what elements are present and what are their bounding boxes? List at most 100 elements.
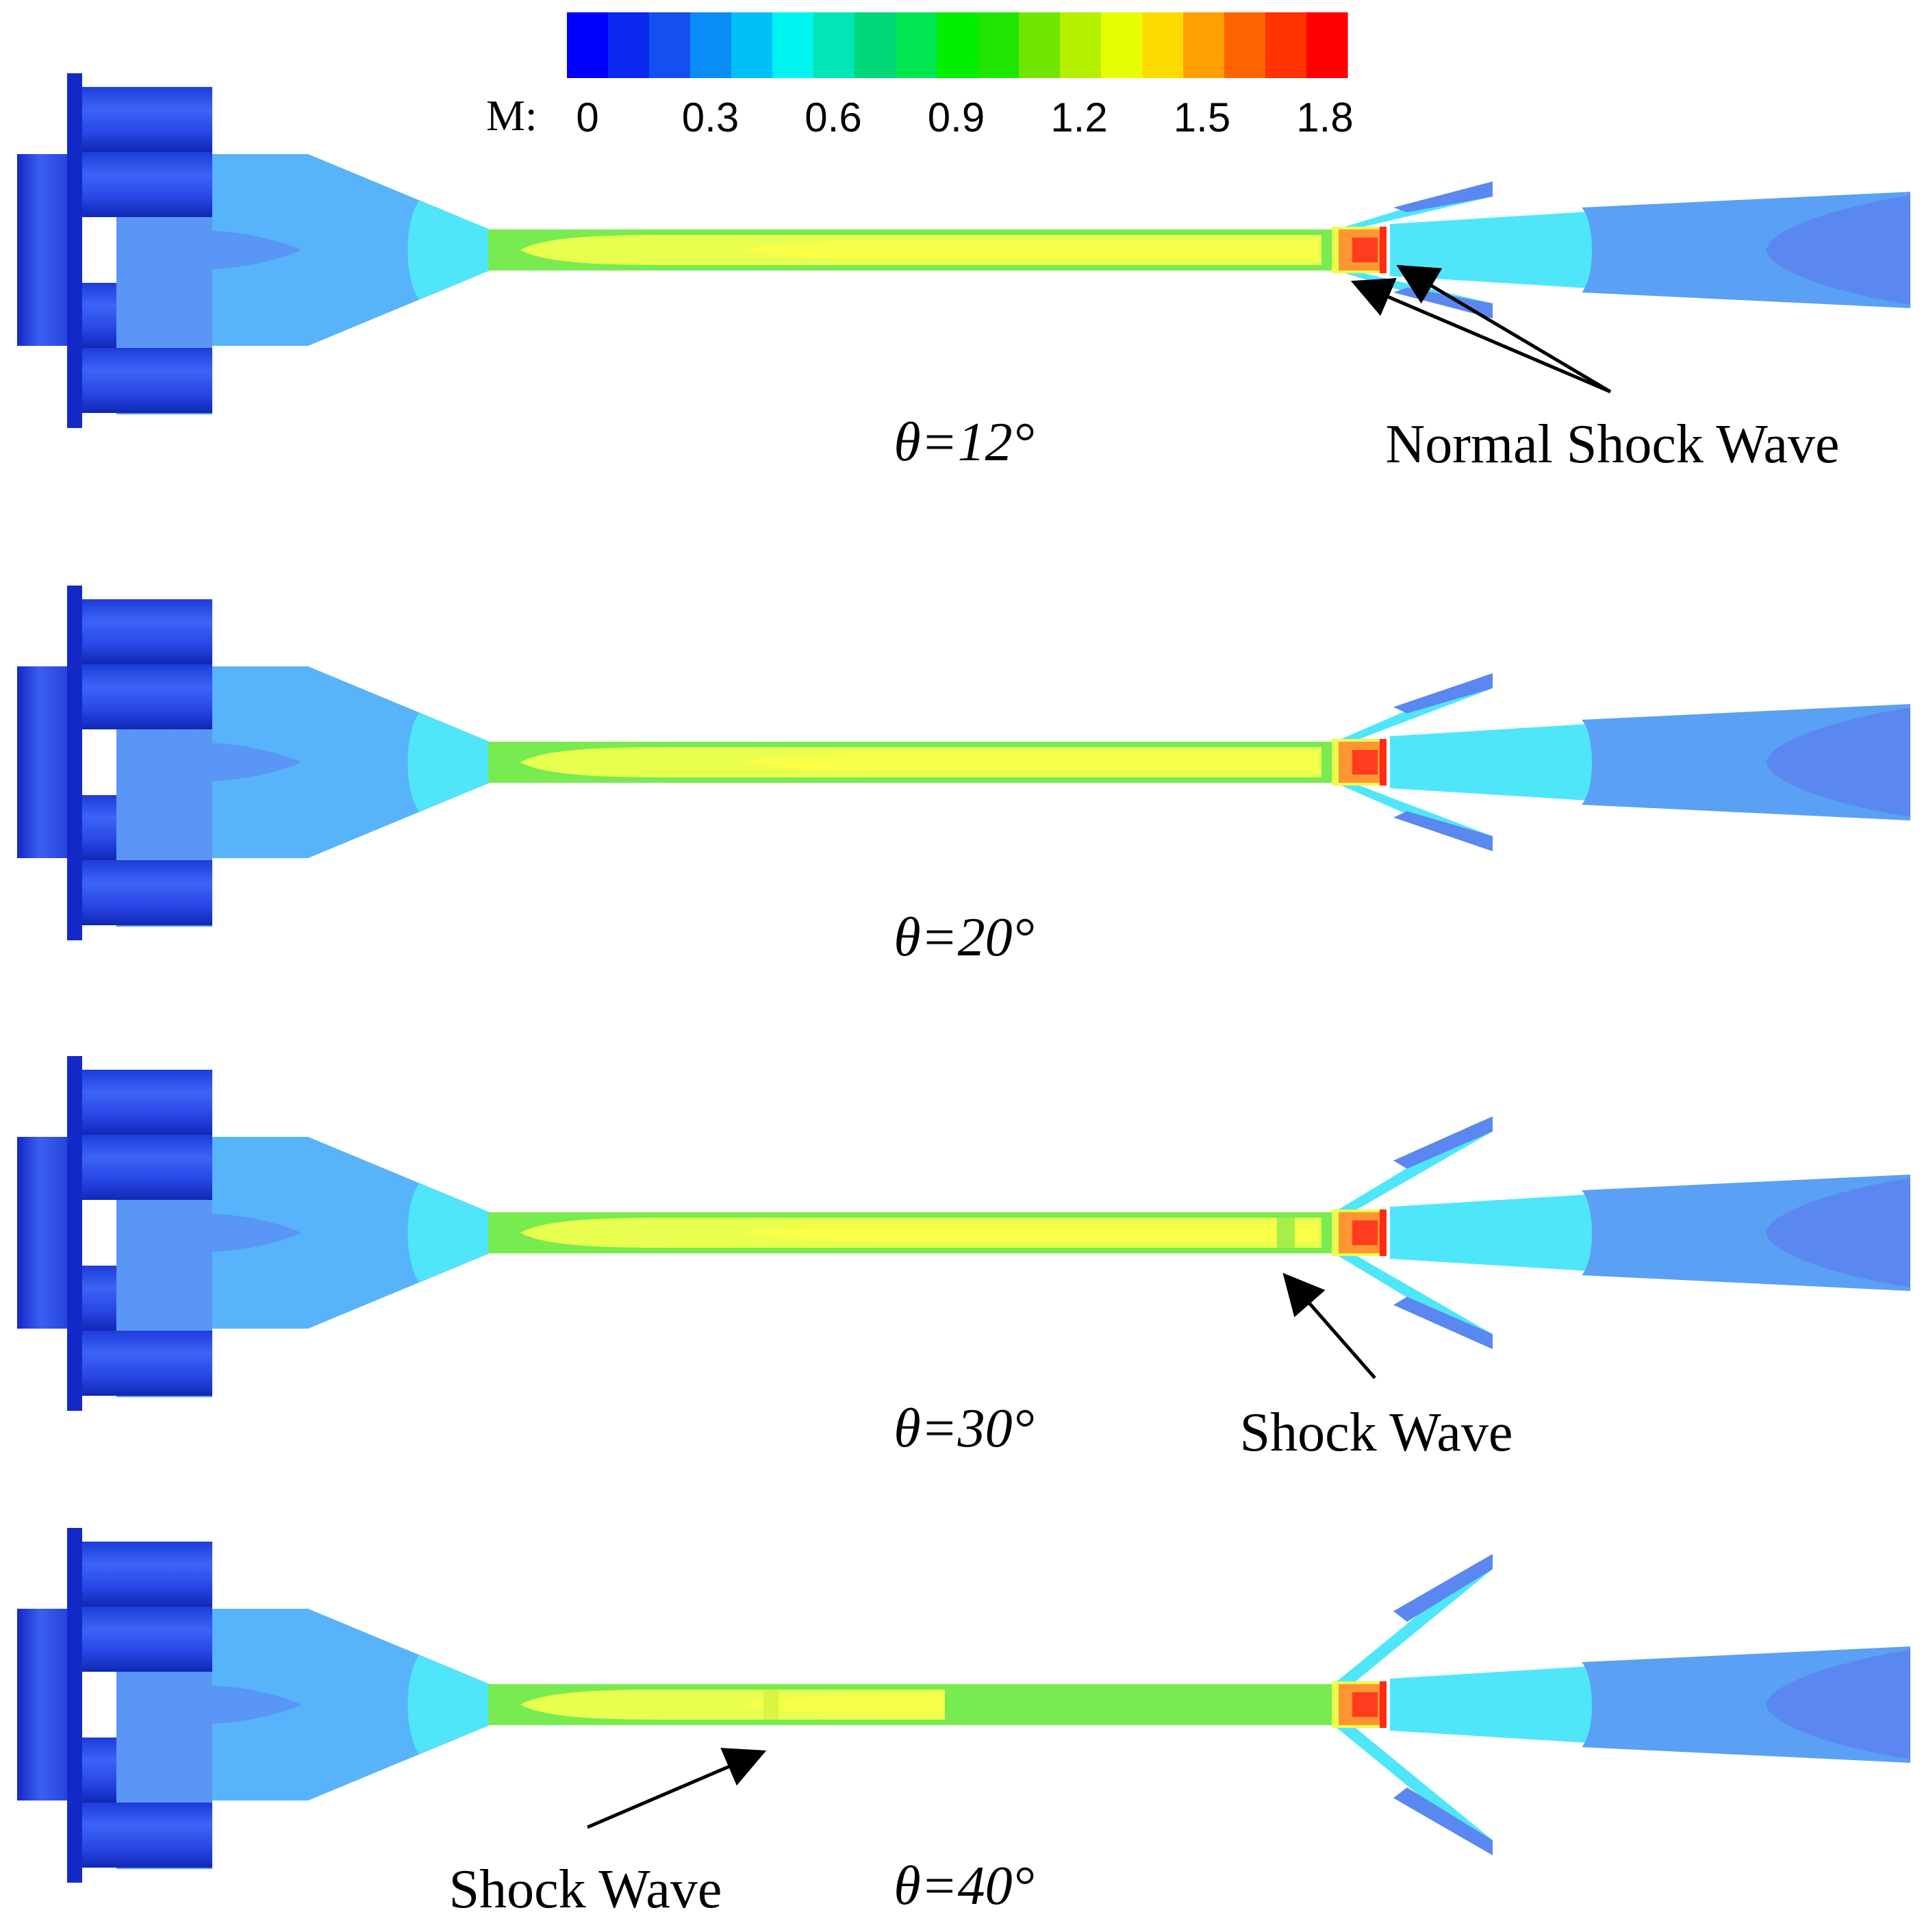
colorbar-tick-labels: 0 0.3 0.6 0.9 1.2 1.5 1.8 — [576, 95, 1353, 140]
tube-core — [739, 240, 1318, 260]
chamber-throat-zone — [407, 713, 490, 812]
contour-case-2 — [17, 1056, 1910, 1411]
colorbar-swatch-2 — [649, 12, 691, 78]
colorbar-swatch-3 — [690, 12, 732, 78]
chamber-throat-zone — [407, 1655, 490, 1754]
annotation-normal-shock: Normal Shock Wave — [1385, 414, 1839, 475]
colorbar-swatch-4 — [731, 12, 773, 78]
housing-cylinder-lower — [82, 1266, 116, 1331]
chamber-throat-zone — [407, 201, 490, 299]
housing-cylinder-top — [82, 599, 212, 664]
colorbar-swatch-1 — [608, 12, 650, 78]
exit-jet-upper-tip — [1393, 1554, 1493, 1622]
contour-case-1 — [17, 586, 1910, 940]
colorbar-swatch-10 — [978, 12, 1020, 78]
contour-case-0 — [17, 73, 1910, 428]
tube-shock-marker — [763, 1690, 779, 1720]
colorbar-swatch-13 — [1101, 12, 1143, 78]
arrow-normal-shock-a — [1396, 264, 1612, 394]
colorbar-swatch-11 — [1019, 12, 1061, 78]
colorbar-swatches — [567, 12, 1348, 78]
housing-gap — [82, 217, 116, 283]
exit-shock-red — [1352, 750, 1378, 775]
chamber-core — [205, 1214, 301, 1252]
chamber-core — [205, 1685, 301, 1724]
colorbar-swatch-12 — [1060, 12, 1102, 78]
housing-cylinder-upper — [82, 1135, 212, 1200]
housing-cylinder-bottom — [82, 348, 212, 413]
diffuser-core-zone — [1767, 1650, 1910, 1759]
colorbar-swatch-15 — [1183, 12, 1225, 78]
diffuser-core-zone — [1767, 195, 1910, 305]
colorbar-tick-1: 0.3 — [682, 95, 739, 140]
annotation-shock-30: Shock Wave — [1240, 1403, 1513, 1463]
exit-shock-red — [1352, 1692, 1378, 1717]
housing-cylinder-lower — [82, 283, 116, 348]
diffuser-core-zone — [1767, 707, 1910, 817]
housing-flange-outer — [17, 1137, 75, 1329]
annotation-shock-40: Shock Wave — [449, 1859, 722, 1920]
case-label-2: θ=30° — [894, 1398, 1034, 1459]
exit-jet-lower-tip — [1393, 1787, 1493, 1855]
chamber-core — [205, 231, 301, 269]
housing-cylinder-upper — [82, 664, 212, 729]
normal-shock-front — [1380, 1209, 1387, 1256]
housing-flange-plate — [67, 586, 82, 940]
tube-core — [739, 753, 1318, 772]
colorbar-swatch-5 — [772, 12, 814, 78]
case-label-3: θ=40° — [894, 1856, 1034, 1916]
housing-cylinder-lower — [82, 795, 116, 860]
colorbar-tick-4: 1.2 — [1050, 95, 1107, 140]
housing-gap — [82, 1200, 116, 1266]
housing-cylinder-upper — [82, 1607, 212, 1672]
case-label-0: θ=12° — [894, 412, 1034, 473]
exit-jet-upper-tip — [1393, 673, 1493, 714]
colorbar-swatch-17 — [1265, 12, 1307, 78]
housing-flange-plate — [67, 1056, 82, 1411]
housing-flange-outer — [17, 154, 75, 346]
housing-gap — [82, 1672, 116, 1737]
arrow-shock-40 — [587, 1748, 767, 1829]
diffuser-core-zone — [1767, 1178, 1910, 1288]
colorbar-tick-6: 1.8 — [1296, 95, 1353, 140]
exit-jet-lower-tip — [1393, 811, 1493, 851]
exit-jet-upper-tip — [1393, 1116, 1493, 1169]
housing-flange-plate — [67, 1528, 82, 1883]
housing-flange-outer — [17, 1609, 75, 1801]
colorbar-swatch-0 — [567, 12, 609, 78]
exit-jet-upper-tip — [1393, 181, 1493, 212]
colorbar-swatch-8 — [896, 12, 937, 78]
tube-core — [739, 1223, 1318, 1242]
colorbar-tick-0: 0 — [576, 95, 598, 140]
tube-post-shock-region — [945, 1684, 1335, 1725]
chamber-throat-zone — [407, 1183, 490, 1282]
colorbar-tick-2: 0.6 — [805, 95, 861, 140]
housing-cylinder-top — [82, 87, 212, 152]
colorbar-swatch-16 — [1224, 12, 1266, 78]
housing-gap — [82, 729, 116, 795]
case-label-1: θ=20° — [894, 907, 1034, 968]
exit-jet-lower-tip — [1393, 1296, 1493, 1349]
colorbar-tick-3: 0.9 — [928, 95, 985, 140]
housing-cylinder-top — [82, 1542, 212, 1607]
contour-case-3 — [17, 1528, 1910, 1883]
colorbar-swatch-6 — [813, 12, 855, 78]
housing-cylinder-bottom — [82, 1803, 212, 1868]
colorbar-swatch-14 — [1142, 12, 1184, 78]
housing-cylinder-bottom — [82, 1331, 212, 1396]
housing-flange-plate — [67, 73, 82, 428]
colorbar-label: M: — [486, 91, 537, 140]
exit-shock-red — [1352, 238, 1378, 262]
normal-shock-front — [1380, 739, 1387, 786]
colorbar-swatch-18 — [1306, 12, 1348, 78]
contour-cases — [17, 73, 1910, 1883]
chamber-core — [205, 743, 301, 781]
colorbar-tick-5: 1.5 — [1174, 95, 1230, 140]
housing-cylinder-bottom — [82, 860, 212, 925]
arrow-normal-shock-b — [1350, 278, 1611, 394]
housing-cylinder-lower — [82, 1737, 116, 1803]
tube-shock-marker — [1277, 1218, 1295, 1248]
housing-cylinder-upper — [82, 152, 212, 217]
normal-shock-front — [1380, 1681, 1387, 1728]
